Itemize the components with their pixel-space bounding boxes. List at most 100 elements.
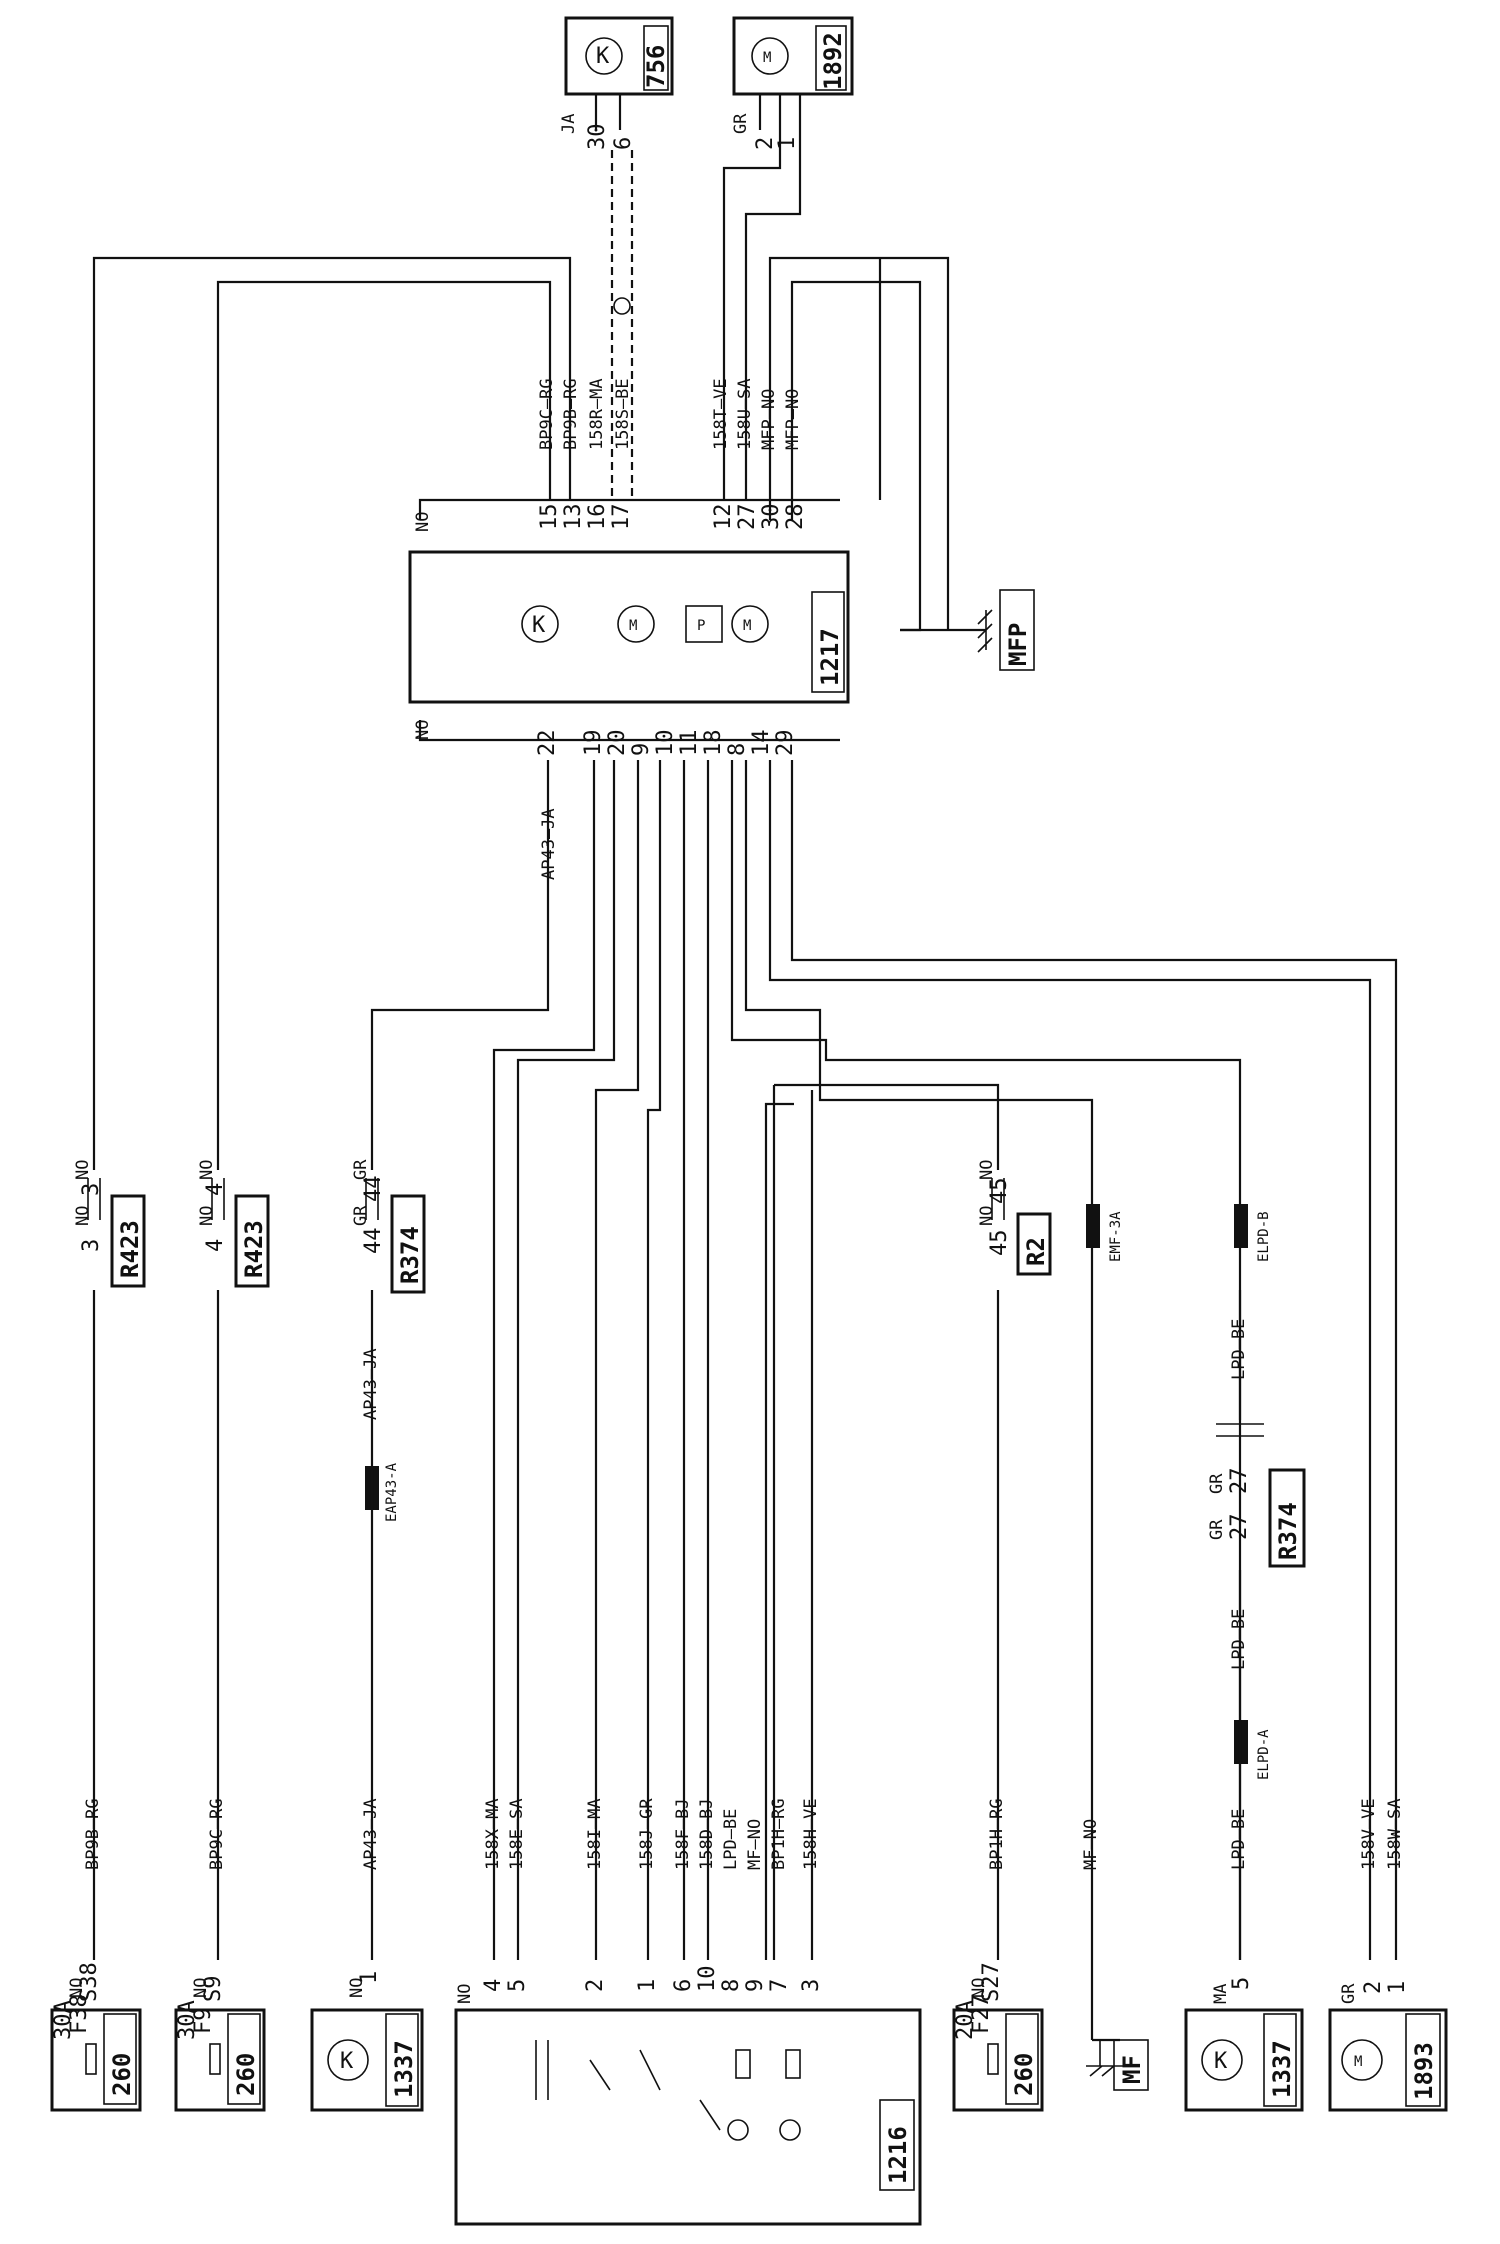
- wire-bp1h-rg-left: BP1H—RG: [769, 1798, 789, 1870]
- pin-1217-12: 12: [711, 504, 736, 531]
- connector-r374-a: R374 GR GR 44 44: [351, 1159, 426, 1294]
- wire-ap43-ja: AP43—JA: [361, 1798, 381, 1870]
- component-1337-a: K 1337 NO 1: [310, 1971, 424, 2112]
- pin-1216-3: 3: [799, 1979, 824, 1992]
- label-1337-a: 1337: [390, 2040, 418, 2098]
- wire-158f-bj: 158F—BJ: [673, 1798, 693, 1870]
- wire-158i-ma: 158I—MA: [585, 1798, 605, 1870]
- color-gr-1893: GR: [1339, 1983, 1359, 2004]
- fuse-f9-rating: 30A: [175, 2000, 200, 2040]
- svg-text:K: K: [532, 613, 546, 638]
- component-1892: M 1892: [732, 16, 854, 96]
- label-260-c: 260: [1010, 2053, 1038, 2096]
- ground-mfp: MFP: [900, 589, 1035, 671]
- pin-1217-19: 19: [581, 730, 606, 757]
- wire-bp9c-rg-top: BP9C—RG: [537, 378, 557, 450]
- color-no-r2-l: NO: [977, 1206, 997, 1226]
- fuse-f9-slot: S9: [201, 1976, 226, 2003]
- color-gr-r374a-l: GR: [351, 1205, 371, 1226]
- color-no-r423a-r: NO: [73, 1160, 93, 1180]
- pin-1337a-1: 1: [357, 1971, 382, 1984]
- wire-lpd-be: LPD—BE: [721, 1809, 741, 1870]
- pin-1217-8: 8: [725, 743, 750, 756]
- pin-1217-18: 18: [701, 730, 726, 757]
- pin-1216-5: 5: [505, 1979, 530, 1992]
- pin-1217-10: 10: [653, 730, 678, 757]
- connector-r374-b: R374 GR GR 27 27: [1207, 1423, 1306, 1568]
- pin-1217-30: 30: [759, 504, 784, 531]
- pin-1217-11: 11: [677, 730, 702, 757]
- pin-1217-29: 29: [773, 730, 798, 757]
- wire-158e-sa: 158E—SA: [507, 1798, 527, 1870]
- label-r423-a: R423: [116, 1220, 144, 1278]
- label-r374-a: R374: [396, 1226, 424, 1284]
- wire-mfp-no-1: MFP—NO: [759, 389, 779, 450]
- pin-1217-17: 17: [609, 504, 634, 531]
- label-eap43-a: EAP43-A: [384, 1462, 400, 1522]
- pin-r423b-4-r: 4: [203, 1183, 228, 1196]
- color-no-1217-bottom: NO: [413, 720, 433, 740]
- label-r423-b: R423: [240, 1220, 268, 1278]
- ground-mf: MF: [1086, 2038, 1149, 2091]
- color-no-r423b-l: NO: [197, 1206, 217, 1226]
- pin-r374a-44-l: 44: [361, 1228, 386, 1255]
- connector-r423-b: R423 NO NO 4 4: [197, 1160, 270, 1288]
- svg-text:P: P: [697, 618, 705, 634]
- wire-mf-no: MF—NO: [745, 1819, 765, 1870]
- svg-text:M: M: [743, 618, 751, 634]
- wire-158w-sa: 158W—SA: [1385, 1798, 1405, 1870]
- pin-1216-7: 7: [767, 1979, 792, 1992]
- pin-1217-16: 16: [585, 504, 610, 531]
- color-gr-r374b-r: GR: [1207, 1473, 1227, 1494]
- splice-elpd-b: ELPD-B: [1234, 1204, 1272, 1262]
- label-mfp: MFP: [1004, 623, 1032, 666]
- fuse-f38-rating: 30A: [51, 2000, 76, 2040]
- wire-158r-ma: 158R—MA: [587, 378, 607, 450]
- pin-1216-1: 1: [635, 1979, 660, 1992]
- pin-r423a-3-l: 3: [79, 1239, 104, 1252]
- pin-r2-45-r: 45: [987, 1178, 1012, 1205]
- wire-lpd-be-4: LPD—BE: [1229, 1319, 1249, 1380]
- wire-lpd-be-2: LPD—BE: [1229, 1809, 1249, 1870]
- pin-1216-8: 8: [719, 1979, 744, 1992]
- wire-158h-ve: 158H—VE: [801, 1798, 821, 1870]
- label-1337-b: 1337: [1268, 2040, 1296, 2098]
- label-r374-b: R374: [1274, 1502, 1302, 1560]
- wire-158u-sa: 158U—SA: [735, 378, 755, 450]
- label-1217: 1217: [816, 628, 844, 686]
- pin-1217-15: 15: [537, 504, 562, 531]
- wire-158s-be: 158S—BE: [613, 378, 633, 450]
- label-elpd-b: ELPD-B: [1256, 1211, 1272, 1262]
- pin-1892-1: 1: [775, 137, 800, 150]
- color-gr-1892: GR: [731, 113, 751, 134]
- pin-r2-45-l: 45: [987, 1230, 1012, 1257]
- color-no-f27: NO: [969, 1978, 989, 1998]
- pin-1217-20: 20: [605, 730, 630, 757]
- component-1217: K M P M 1217: [408, 550, 850, 704]
- pin-r374b-27-l: 27: [1227, 1514, 1252, 1541]
- pin-1217-28: 28: [783, 504, 808, 531]
- fuse-f27: 260 20A F27 S27 NO: [952, 1962, 1044, 2112]
- label-r2: R2: [1022, 1237, 1050, 1266]
- svg-text:K: K: [1214, 2049, 1228, 2074]
- fuse-f27-rating: 20A: [953, 2000, 978, 2040]
- splice-eap43-a: EAP43-A: [365, 1462, 400, 1522]
- fuse-f27-slot: S27: [979, 1962, 1004, 2002]
- color-no-r423a-l: NO: [73, 1206, 93, 1226]
- label-260-b: 260: [232, 2053, 260, 2096]
- wire-ap43-ja-top: AP43—JA: [539, 808, 559, 880]
- pin-1216-10: 10: [695, 1966, 720, 1993]
- pin-1216-9: 9: [743, 1979, 768, 1992]
- label-260-a: 260: [108, 2053, 136, 2096]
- wire-158t-ve: 158T—VE: [711, 378, 731, 450]
- pin-r423b-4-l: 4: [203, 1239, 228, 1252]
- splice-emf-3a: EMF-3A: [1086, 1204, 1124, 1262]
- svg-text:M: M: [1354, 2054, 1362, 2070]
- connector-r2: R2 NO NO 45 45: [977, 1160, 1052, 1276]
- color-ja-756: JA: [559, 114, 579, 134]
- wire-158j-gr: 158J—GR: [637, 1798, 657, 1870]
- color-no-f38: NO: [67, 1978, 87, 1998]
- pin-r374a-44-r: 44: [361, 1176, 386, 1203]
- pin-756-6: 6: [611, 137, 636, 150]
